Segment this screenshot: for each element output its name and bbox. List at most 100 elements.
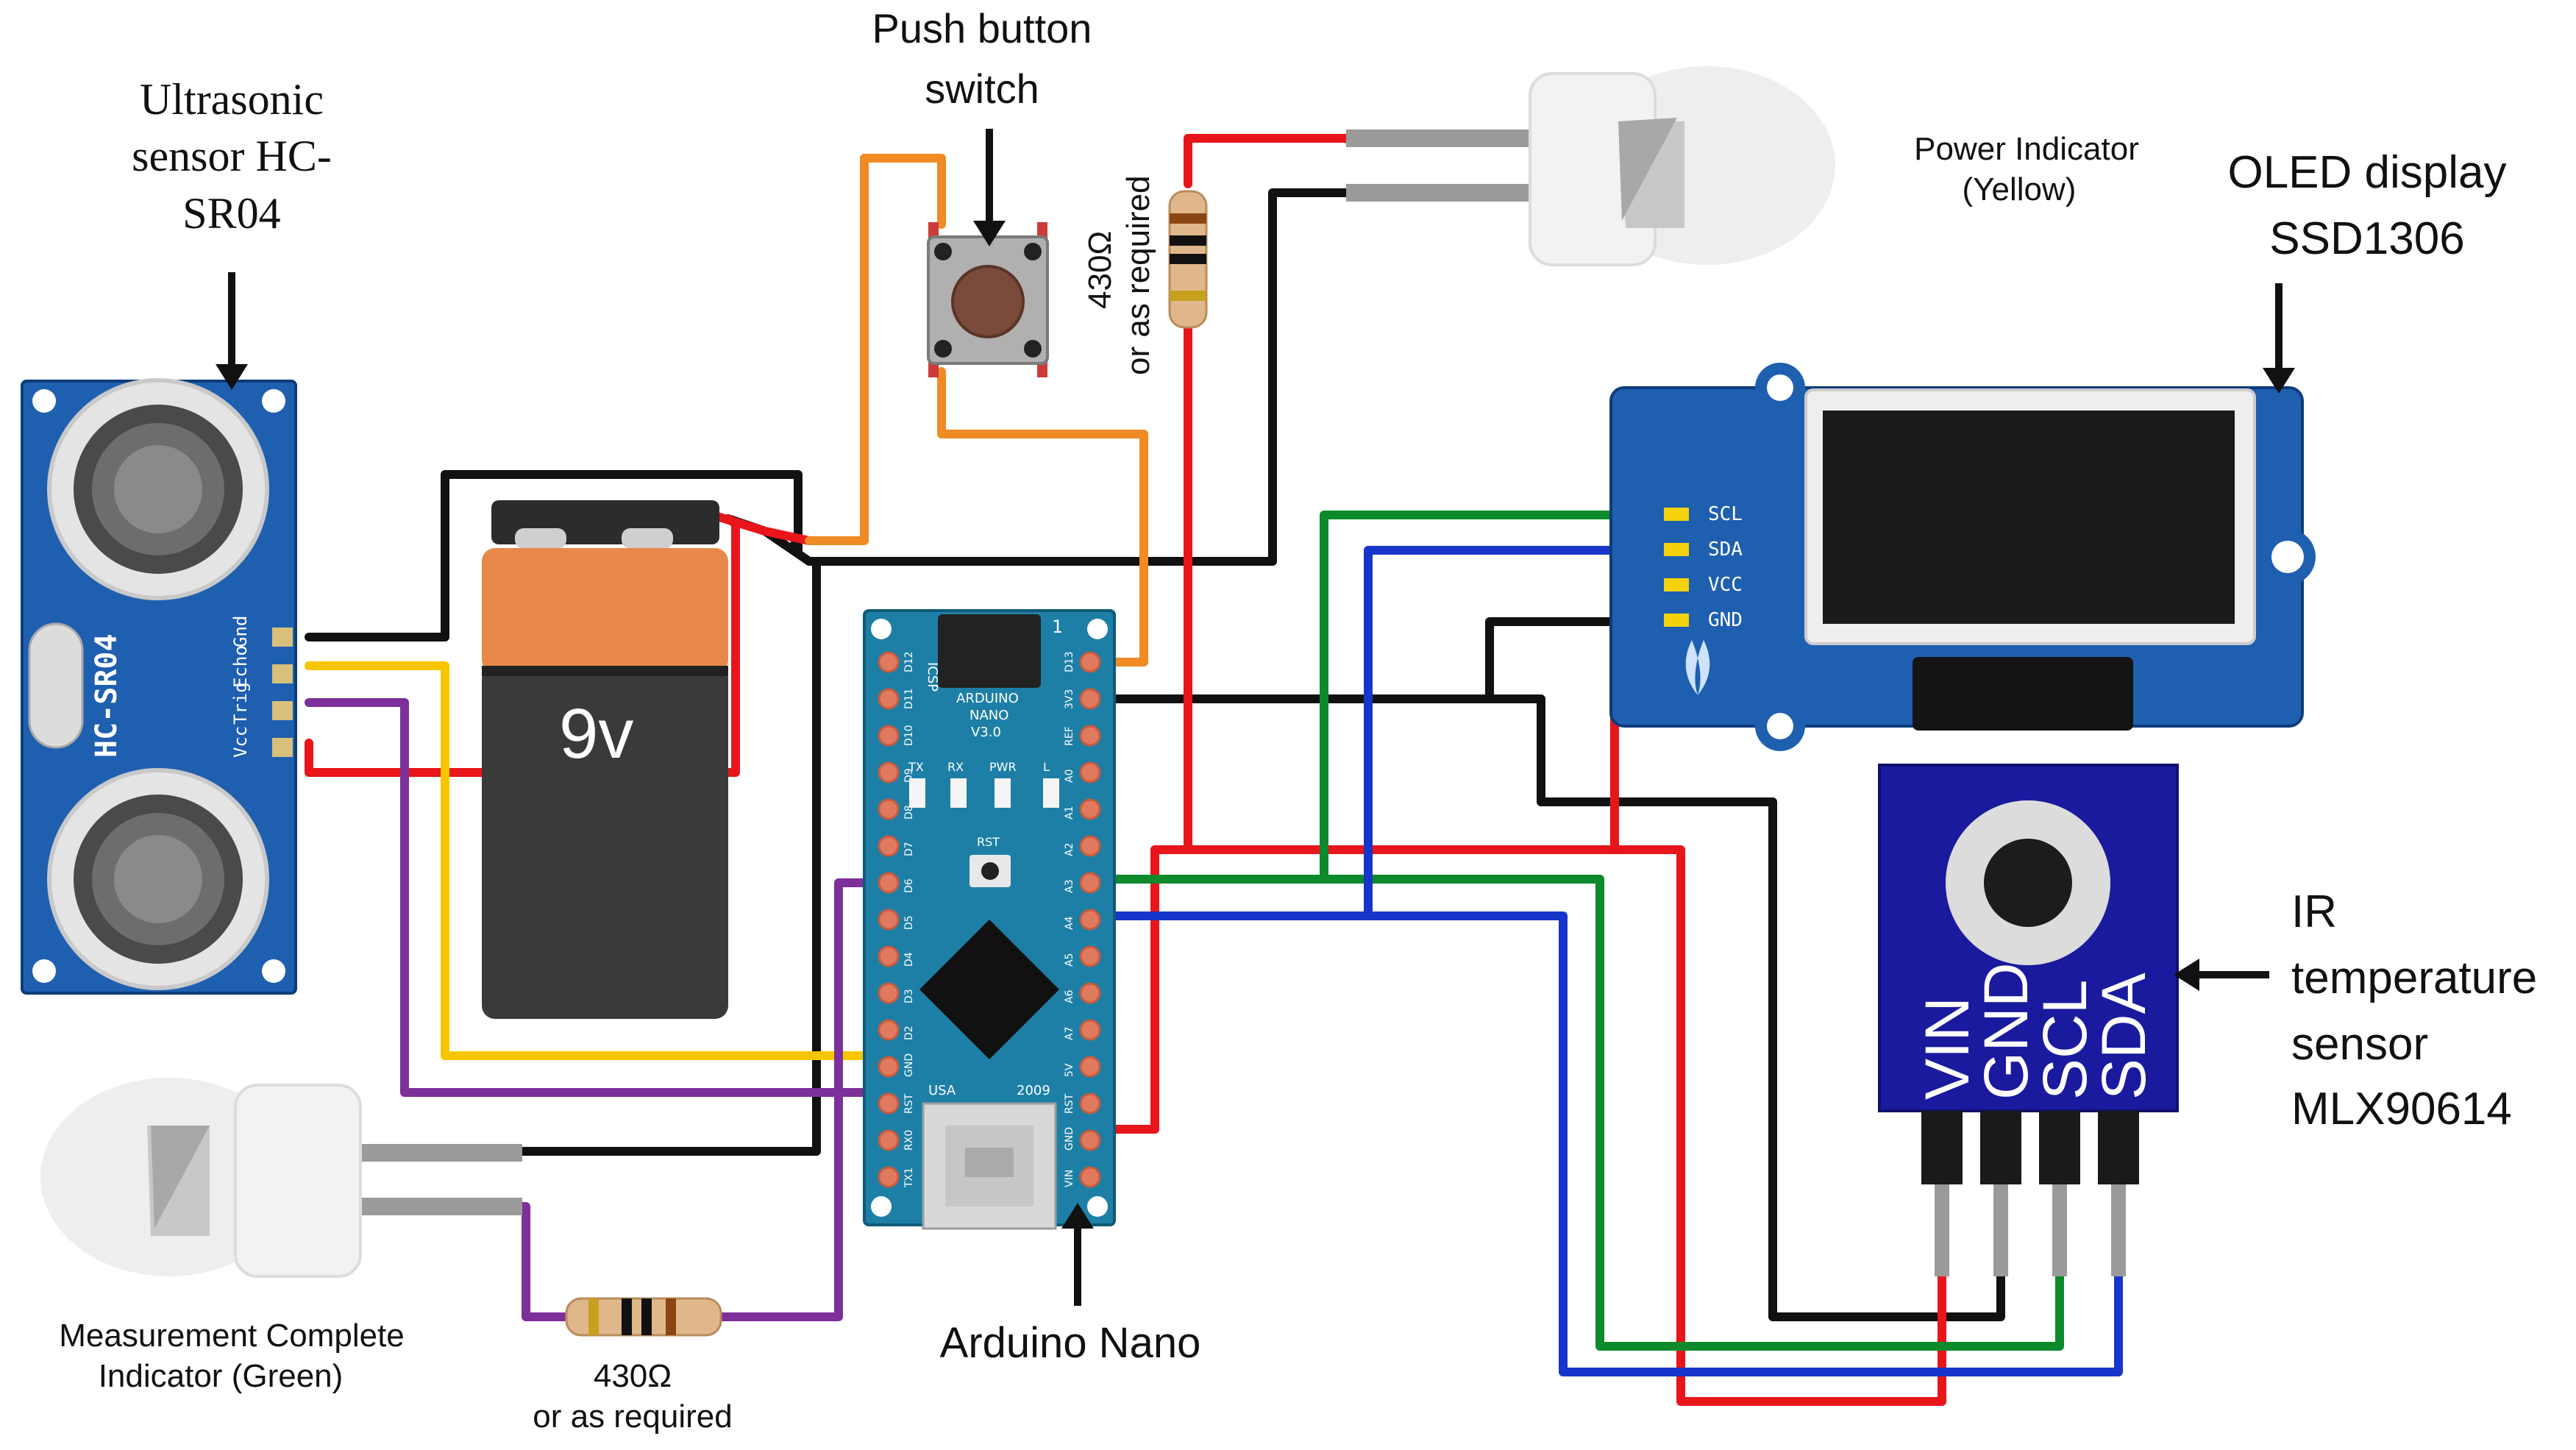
button-cap[interactable]: [951, 265, 1025, 338]
nano-pin-label: D3: [903, 989, 915, 1003]
nano-pin-pad: [1079, 1056, 1101, 1078]
arduino-nano: ICSP 1 D12D11D10D9D8D7D6D5D4D3D2GNDRSTRX…: [863, 609, 1116, 1230]
oled-display-module: SCL SDA VCC GND: [1609, 363, 2316, 751]
nano-pin-label: GND: [1064, 1127, 1075, 1151]
nano-pin-label: D13: [1064, 651, 1075, 672]
nano-pin-label: D12: [903, 651, 915, 672]
nano-pin-pad: [878, 761, 900, 783]
mlx-pin-sda: SDA: [2089, 973, 2158, 1100]
nano-pin-label: GND: [903, 1053, 915, 1077]
nano-pin-pad: [1079, 945, 1101, 967]
svg-text:Ultrasonic: Ultrasonic: [140, 75, 324, 124]
wire-red-resistor-led: [1184, 134, 1351, 188]
oled-pin-scl: SCL: [1708, 503, 1743, 525]
annotation-arrows: [216, 129, 2295, 1306]
nano-pin-label: D4: [903, 952, 915, 967]
resistor-top: [1168, 190, 1208, 329]
nano-pin-pad: [878, 688, 900, 710]
nano-pin-label: A1: [1064, 806, 1075, 820]
label-measurement-complete: Measurement Complete Indicator (Green): [59, 1318, 405, 1394]
label-resistor-bottom: 430Ω or as required: [533, 1358, 732, 1435]
wire-purple-d4-resistor: [716, 878, 891, 1321]
svg-text:temperature: temperature: [2291, 953, 2537, 1003]
svg-text:MLX90614: MLX90614: [2291, 1084, 2512, 1134]
nano-status-leds: TX RX PWR L: [908, 760, 1059, 808]
wire-green-scl: [1099, 875, 2064, 1351]
mlx-header: [1921, 1111, 2139, 1276]
push-button[interactable]: [927, 222, 1049, 377]
nano-pin-pad: [1079, 651, 1101, 673]
wire-green-oled-scl: [1320, 511, 1689, 884]
nano-pin-label: A5: [1064, 953, 1075, 967]
nano-pin-pad: [1079, 909, 1101, 931]
nano-pin-label: A0: [1064, 770, 1075, 783]
nano-pin-label: D7: [903, 842, 915, 856]
svg-text:(Yellow): (Yellow): [1963, 171, 2077, 207]
hcsr04-title: HC-SR04: [90, 633, 124, 758]
hcsr04-pin-gnd: Gnd: [230, 616, 251, 647]
label-resistor-top: 430Ω or as required: [1082, 176, 1156, 375]
nano-pin-pad: [878, 798, 900, 820]
nano-usb-port[interactable]: [922, 1102, 1057, 1230]
label-oled: OLED display SSD1306: [2227, 147, 2506, 264]
nano-pin-label: D5: [903, 915, 915, 930]
nano-board-line1: ARDUINO: [956, 691, 1019, 706]
label-ultrasonic: Ultrasonic sensor HC- SR04: [132, 75, 332, 238]
transducer-top: [47, 378, 269, 600]
svg-text:SR04: SR04: [182, 189, 280, 238]
wire-red-oled-vcc: [1150, 845, 1946, 1406]
label-arduino-nano: Arduino Nano: [940, 1319, 1201, 1367]
hcsr04-pin-trig: Trig: [230, 682, 251, 725]
nano-pin-pad: [878, 909, 900, 931]
nano-pin-pad: [1079, 688, 1101, 710]
nano-pin-pad: [1079, 1166, 1101, 1188]
nano-pin-label: REF: [1064, 726, 1075, 746]
wire-yellow-echo: [305, 661, 883, 1060]
nano-pin-pad: [878, 725, 900, 747]
nano-pin-pad: [878, 1129, 900, 1151]
icsp-header: [938, 614, 1041, 688]
wire-black-nano-gnd: [1095, 694, 2005, 1321]
nano-pin-label: D6: [903, 878, 915, 893]
nano-pin-label: D11: [903, 688, 915, 709]
svg-text:sensor HC-: sensor HC-: [132, 132, 332, 180]
nano-pin-label: D2: [903, 1026, 915, 1040]
label-power-indicator: Power Indicator (Yellow): [1914, 131, 2139, 207]
nano-pin-label: A2: [1064, 843, 1075, 856]
oled-ribbon: [1913, 657, 2133, 731]
nano-pin-label: 3V3: [1064, 689, 1075, 709]
nano-pin-label: RST: [903, 1093, 915, 1114]
nano-pin-label: D8: [903, 805, 915, 820]
power-indicator-led: [1346, 66, 1835, 266]
oled-pin-vcc: VCC: [1708, 574, 1743, 596]
wire-battery-red: [713, 512, 814, 545]
nano-led-pwr: PWR: [989, 760, 1017, 774]
nano-pin-pad: [1079, 798, 1101, 820]
svg-text:Power Indicator: Power Indicator: [1914, 131, 2139, 167]
wire-blue-sda: [1099, 911, 2123, 1376]
nano-pin-pad: [1079, 761, 1101, 783]
nano-icsp: ICSP: [925, 662, 940, 692]
svg-text:sensor: sensor: [2291, 1019, 2428, 1070]
nano-pin-label: A4: [1064, 916, 1075, 930]
svg-text:430Ω: 430Ω: [594, 1358, 672, 1394]
mlx-pin-vin: VIN: [1913, 997, 1982, 1100]
wire-orange-button-vin: [937, 367, 1148, 667]
mlx90614-module: VIN GND SCL SDA: [1878, 764, 2179, 1276]
nano-pin-label: A6: [1064, 989, 1075, 1003]
nano-pin-label: RX0: [903, 1130, 915, 1151]
hcsr04-pins: Gnd Echo Trig Vcc: [230, 616, 293, 758]
nano-reset-button[interactable]: RST: [969, 835, 1011, 887]
wire-orange-battery-button: [805, 154, 946, 545]
nano-usa: USA: [928, 1083, 956, 1098]
nano-pin-pad: [1079, 835, 1101, 857]
nano-pin-label: D10: [903, 725, 915, 746]
svg-text:switch: switch: [925, 65, 1039, 112]
nano-pin-label: VIN: [1064, 1170, 1075, 1187]
nano-chip: [919, 920, 1059, 1059]
nano-pin-pad: [1079, 725, 1101, 747]
hcsr04-pin-echo: Echo: [230, 645, 251, 688]
